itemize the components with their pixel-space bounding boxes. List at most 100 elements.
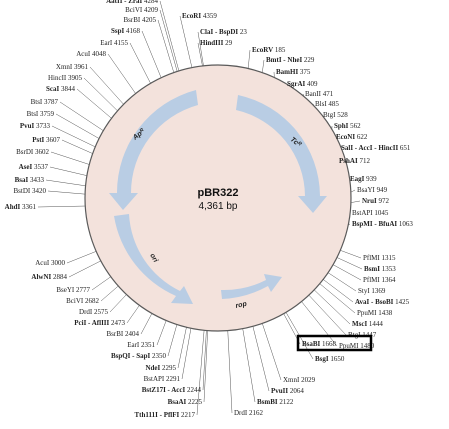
svg-text:rop: rop (235, 301, 248, 310)
site-leader-line (314, 289, 351, 325)
site-leader-line (107, 53, 136, 94)
restriction-site-label: EcoNI 622 (336, 133, 368, 141)
site-position: 1438 (376, 309, 392, 317)
site-name: BciVI (125, 6, 143, 14)
site-name: PvuI (20, 122, 35, 130)
site-leader-line (126, 305, 140, 324)
site-leader-line (59, 101, 104, 131)
ori-origin-arrow (114, 214, 193, 304)
site-leader-line (37, 205, 86, 208)
restriction-site-label: BsaBI 1668 (302, 340, 337, 348)
site-leader-line (89, 66, 124, 105)
site-name: AseI (19, 163, 33, 171)
site-leader-line (242, 328, 256, 403)
site-position: 1353 (380, 265, 396, 273)
plasmid-size: 4,361 bp (199, 201, 238, 212)
restriction-site-label: BsaI 3433 (15, 176, 45, 184)
site-name: BmtI - NheI (266, 56, 302, 64)
site-leader-line (179, 15, 193, 68)
site-leader-line (323, 279, 354, 303)
site-position: 939 (364, 175, 377, 183)
restriction-site-label: BciVI 2682 (66, 297, 99, 305)
site-leader-line (76, 88, 112, 119)
site-leader-line (247, 49, 251, 69)
highlighted-site-box (296, 334, 373, 352)
restriction-site-label: BmtI - NheI 229 (266, 56, 315, 64)
site-leader-line (252, 326, 270, 392)
site-position: 2350 (150, 352, 166, 360)
site-leader-line (129, 42, 151, 84)
site-position: 3733 (34, 122, 50, 130)
site-name: BstDI (14, 187, 31, 195)
site-name: EcoNI (336, 133, 355, 141)
site-name: PflMI (363, 276, 380, 284)
site-position: 562 (348, 122, 361, 130)
site-position: 1444 (367, 320, 383, 328)
site-leader-line (301, 301, 338, 347)
site-position: 3537 (32, 163, 48, 171)
site-name: EagI (350, 175, 365, 183)
site-name: DrdI (234, 409, 248, 417)
site-position: 3000 (49, 259, 65, 267)
site-position: 2122 (278, 398, 294, 406)
restriction-site-label: BtgI 528 (323, 111, 348, 119)
restriction-site-label: BspMI - BfuAI 1063 (352, 220, 413, 228)
site-name: AcuI (35, 259, 50, 267)
site-name: BtsI (27, 110, 39, 118)
gene-label-ori: ori (148, 253, 159, 265)
restriction-site-label: AhdI 3361 (5, 203, 37, 211)
restriction-site-label: HindIII 29 (200, 39, 233, 47)
site-leader-line (177, 327, 187, 369)
site-leader-line (202, 330, 207, 391)
site-position: 1045 (373, 209, 389, 217)
site-leader-line (91, 276, 111, 291)
site-name: BstZ17I - AccI (142, 386, 186, 394)
restriction-site-label: PstI 3607 (32, 136, 60, 144)
site-position: 3607 (44, 136, 60, 144)
site-name: BtgI (323, 111, 336, 119)
site-position: 3844 (59, 85, 75, 93)
site-name: BsmBI (257, 398, 278, 406)
site-position: 2473 (109, 319, 125, 327)
site-position: 229 (302, 56, 315, 64)
restriction-site-label: BstDI 3420 (14, 187, 47, 195)
site-position: 2884 (51, 273, 67, 281)
restriction-site-label: BsrDI 3602 (16, 148, 49, 156)
site-leader-line (140, 313, 153, 335)
site-leader-line (159, 9, 178, 72)
site-leader-line (167, 324, 178, 357)
site-name: BanII (305, 90, 322, 98)
restriction-site-label: BciVI 4209 (125, 6, 158, 14)
site-name: SphI (334, 122, 349, 130)
site-name: DrdI (79, 308, 93, 316)
site-leader-line (262, 59, 265, 73)
restriction-site-label: SspI 4168 (111, 27, 140, 35)
restriction-site-label: AcuI 3000 (35, 259, 65, 267)
restriction-site-label: EagI 939 (350, 175, 377, 183)
restriction-site-label: StyI 1369 (358, 287, 386, 295)
site-position: 1369 (370, 287, 386, 295)
site-position: 1425 (393, 298, 409, 306)
site-position: 471 (321, 90, 334, 98)
site-name: ScaI (46, 85, 60, 93)
site-name: BsrBI (107, 330, 124, 338)
restriction-site-label: SalI - AccI - HincII 651 (341, 144, 411, 152)
site-name: BsgI (315, 355, 329, 363)
restriction-site-label: BsaAI 2225 (168, 398, 203, 406)
site-position: 622 (355, 133, 368, 141)
site-name: PflMI (363, 254, 380, 262)
site-position: 4048 (90, 50, 106, 58)
site-name: PstI (32, 136, 44, 144)
restriction-site-label: BanII 471 (305, 90, 334, 98)
site-position: 2404 (123, 330, 139, 338)
restriction-site-label: PpuMI 1480 (339, 342, 375, 350)
site-name: PshAI (339, 157, 358, 165)
restriction-site-label: BsgI 1650 (315, 355, 345, 363)
site-name: BstAPI (144, 375, 165, 383)
restriction-site-label: XmnI 3961 (56, 63, 89, 71)
site-name: BspMI - BfuAI (352, 220, 397, 228)
restriction-site-label: BtsI 3787 (31, 98, 59, 106)
site-position: 2295 (160, 364, 176, 372)
restriction-site-label: PflMI 1364 (363, 276, 396, 284)
site-position: 3905 (66, 74, 82, 82)
